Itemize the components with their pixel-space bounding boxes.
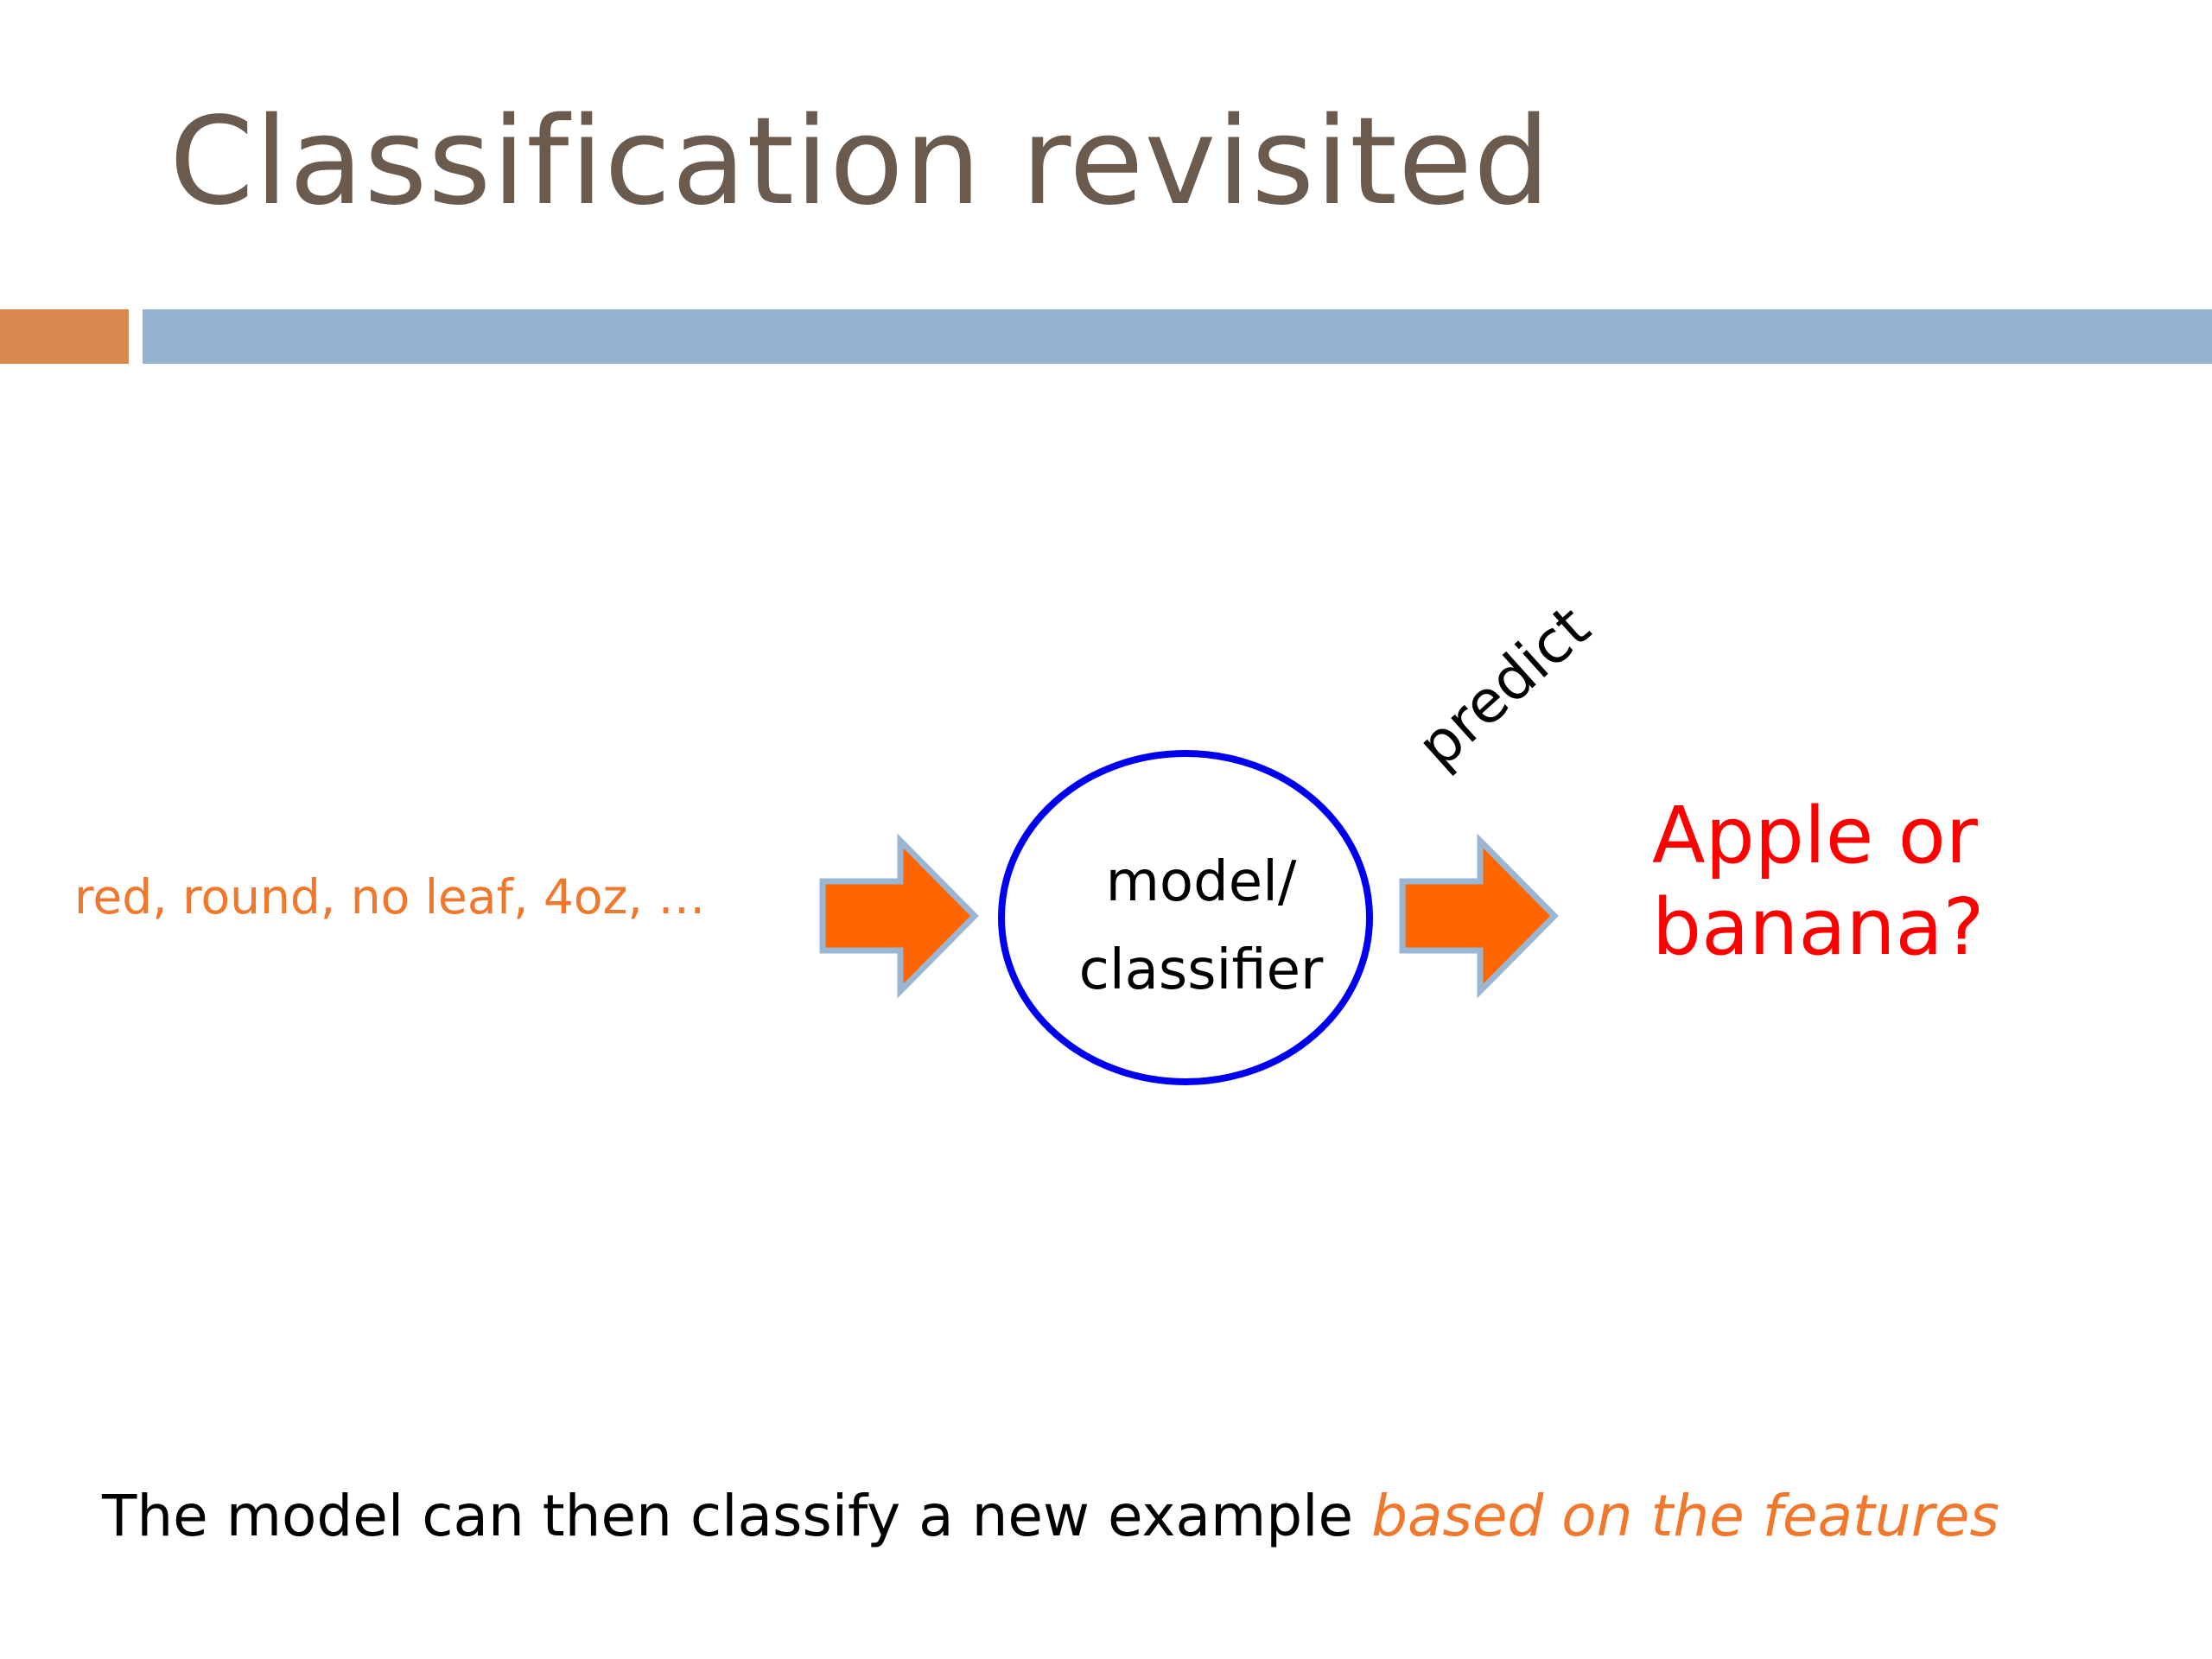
input-arrow bbox=[819, 833, 979, 999]
caption-emphasis: based on the features bbox=[1371, 1483, 1999, 1549]
input-features-label: red, round, no leaf, 4oz, … bbox=[74, 869, 706, 925]
title-accent-bar-orange bbox=[0, 309, 129, 364]
result-line-2: banana? bbox=[1652, 882, 1985, 973]
title-accent-bar-blue bbox=[143, 309, 2212, 364]
node-label-line-1: model/ bbox=[1105, 850, 1297, 914]
prediction-result-label: Apple or banana? bbox=[1652, 791, 1984, 974]
slide-caption: The model can then classify a new exampl… bbox=[102, 1488, 1999, 1545]
result-line-1: Apple or bbox=[1652, 791, 1978, 881]
model-classifier-node bbox=[998, 750, 1373, 1085]
predict-arrow bbox=[1399, 833, 1559, 999]
slide-title: Classification revisited bbox=[169, 92, 1551, 232]
node-label-line-2: classifier bbox=[1078, 938, 1324, 1002]
model-classifier-label: model/ classifier bbox=[997, 838, 1405, 1014]
caption-text: The model can then classify a new exampl… bbox=[102, 1483, 1372, 1549]
